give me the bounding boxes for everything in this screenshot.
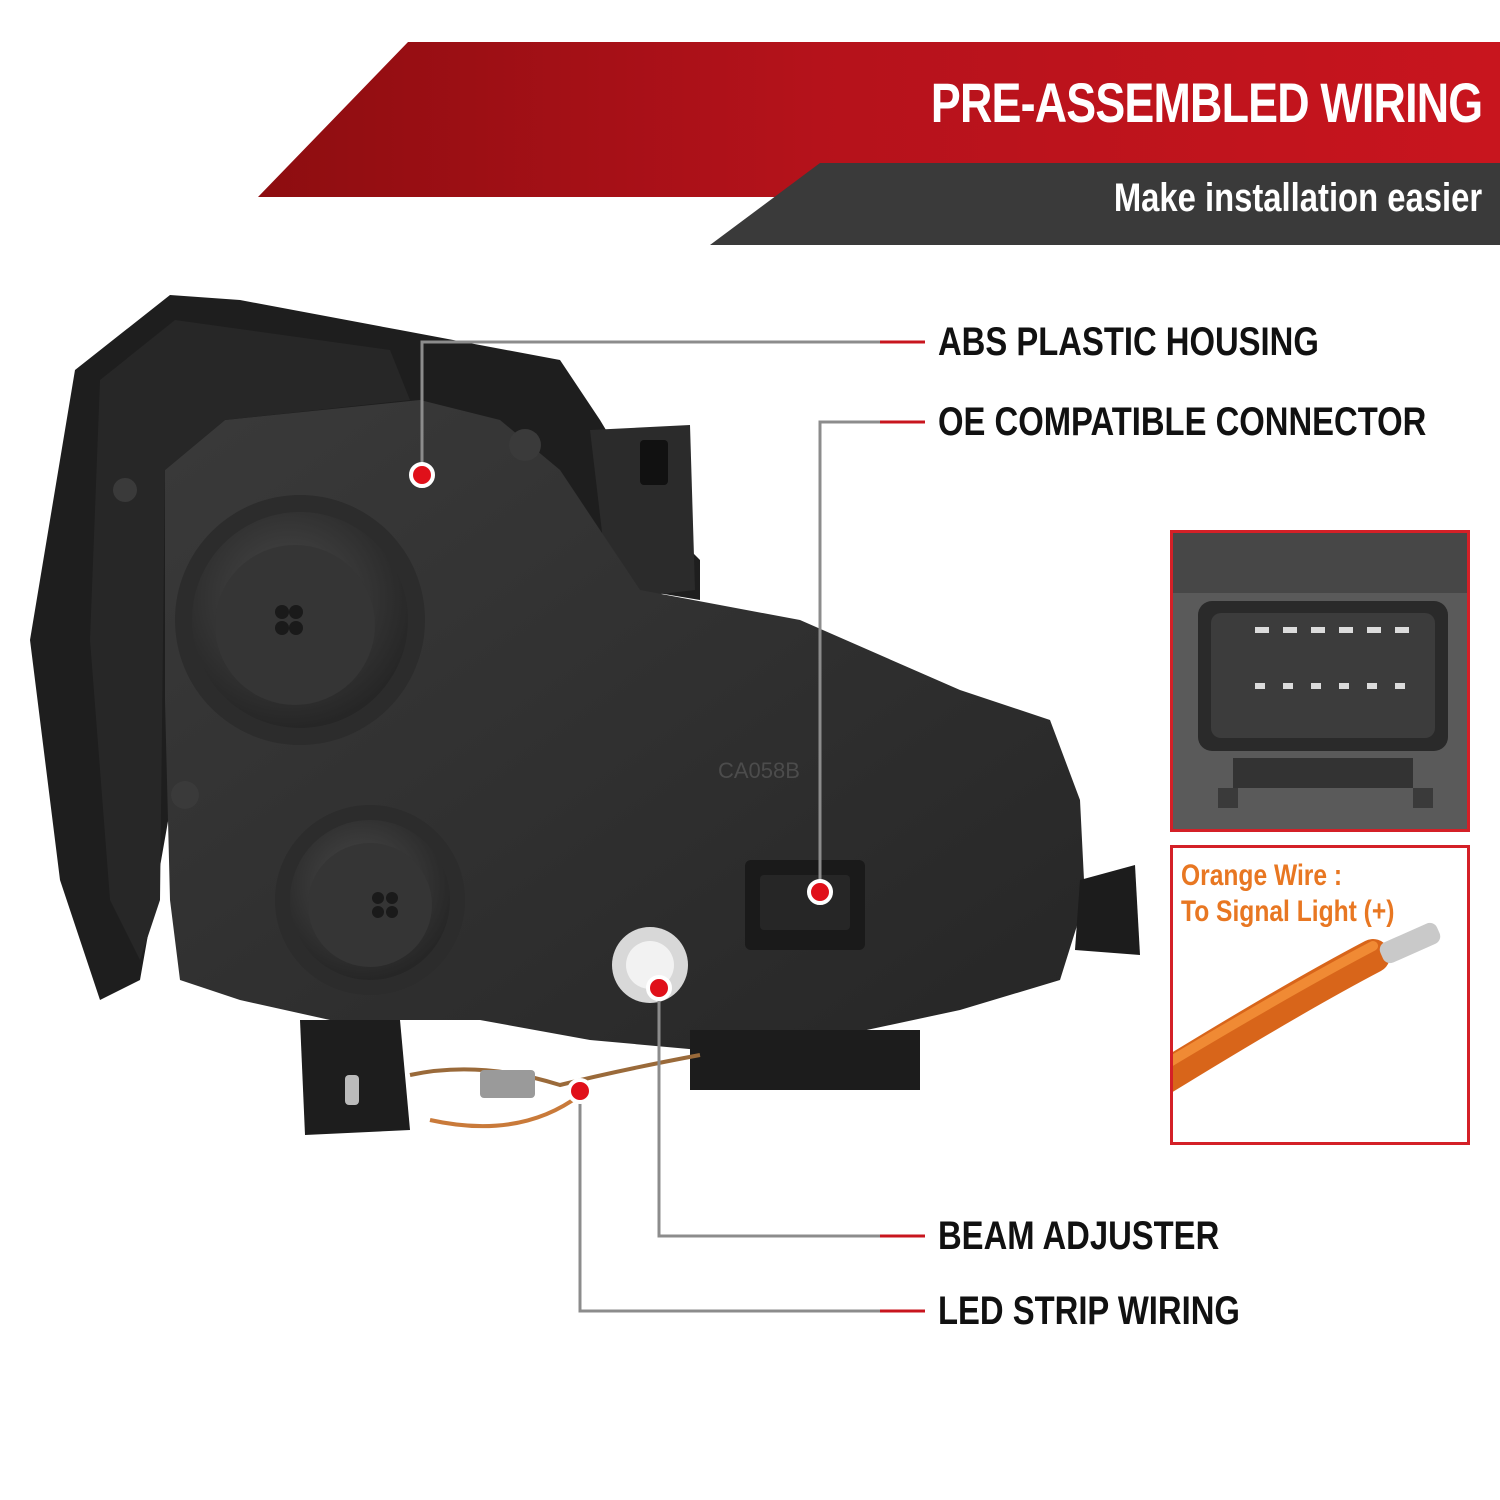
callout-beam-adjuster: BEAM ADJUSTER <box>938 1214 1220 1258</box>
marker-connector <box>807 879 833 905</box>
housing-part-code: CA058B <box>718 758 800 783</box>
orange-wire-inset: Orange Wire : To Signal Light (+) <box>1170 845 1470 1145</box>
orange-wire-image <box>1173 922 1441 1092</box>
marker-adjuster <box>646 975 672 1001</box>
subheader-banner <box>710 163 1500 245</box>
leader-line-adjuster <box>657 988 925 1238</box>
connector-closeup-inset <box>1170 530 1470 832</box>
marker-wiring <box>567 1078 593 1104</box>
connector-closeup-image <box>1173 533 1467 829</box>
callout-oe-connector: OE COMPATIBLE CONNECTOR <box>938 400 1427 444</box>
leader-line-housing <box>420 340 925 475</box>
harness-wire <box>409 1053 701 1088</box>
callout-led-strip-wiring: LED STRIP WIRING <box>938 1289 1240 1333</box>
orange-wire-note: Orange Wire : To Signal Light (+) <box>1181 858 1394 930</box>
leader-line-wiring <box>578 1091 925 1313</box>
banner-subtitle: Make installation easier <box>1113 176 1482 220</box>
marker-housing <box>409 462 435 488</box>
orange-wire-note-line1: Orange Wire : <box>1181 859 1343 892</box>
banner-title: PRE-ASSEMBLED WIRING <box>930 71 1483 134</box>
callout-abs-housing: ABS PLASTIC HOUSING <box>938 320 1319 364</box>
orange-wire-note-line2: To Signal Light (+) <box>1181 895 1395 928</box>
